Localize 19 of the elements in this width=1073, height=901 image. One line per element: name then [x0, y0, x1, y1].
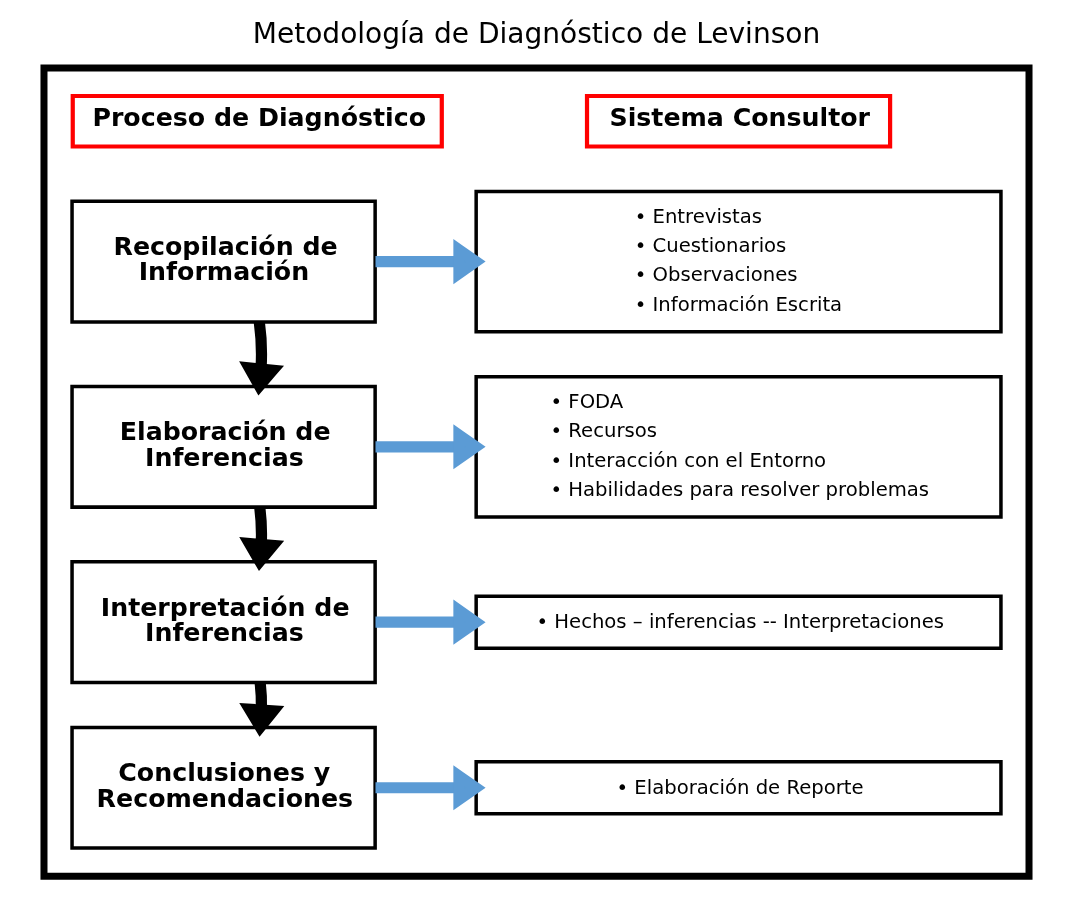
arrow	[375, 238, 486, 284]
node-box: Interpretación de Inferencias	[70, 559, 377, 684]
node-box: • Hechos – inferencias -- Interpretaciones	[474, 593, 1003, 650]
node-box: Sistema Consultor	[584, 93, 893, 149]
arrow	[375, 423, 486, 469]
node-box: Recopilación de Información	[70, 198, 377, 324]
arrow	[375, 764, 486, 810]
diagram-title: Metodología de Diagnóstico de Levinson	[252, 16, 821, 50]
arrow	[239, 681, 285, 737]
node-box: • FODA • Recursos • Interacción con el Entorno • Habilidades para resolver problemas	[474, 374, 1003, 519]
arrow	[239, 320, 285, 396]
node-box: • Entrevistas • Cuestionarios • Observaciones • Información Escrita	[474, 189, 1003, 333]
node-box: Conclusiones y Recomendaciones	[70, 725, 377, 850]
node-box: Proceso de Diagnóstico	[70, 93, 444, 149]
cluster	[40, 63, 1033, 880]
node-box: Elaboración de Inferencias	[70, 384, 377, 509]
arrow	[375, 599, 486, 645]
node-box: • Elaboración de Reporte	[474, 759, 1003, 815]
arrow	[239, 506, 285, 571]
